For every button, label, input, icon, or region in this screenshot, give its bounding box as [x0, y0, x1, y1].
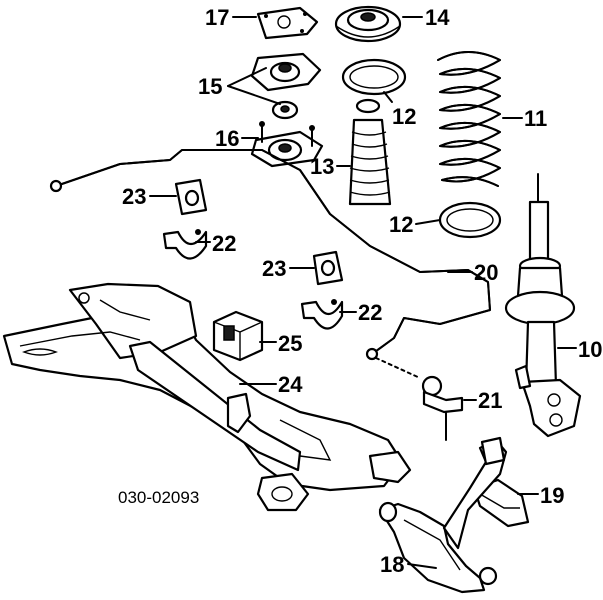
- callout-23-upper: 23: [122, 184, 146, 209]
- leader-lines: [149, 16, 577, 569]
- part-15-strut-mount: [250, 52, 322, 120]
- callout-24: 24: [278, 372, 303, 397]
- callout-19: 19: [540, 483, 564, 508]
- part-25-mount-block: [212, 310, 264, 362]
- part-14-upper-mount: [334, 5, 402, 43]
- part-22-bracket-upper: [162, 229, 208, 260]
- reference-code: 030-02093: [118, 488, 199, 507]
- callout-10: 10: [578, 337, 602, 362]
- callout-15: 15: [198, 74, 222, 99]
- callout-14: 14: [425, 5, 450, 30]
- callout-18: 18: [380, 552, 404, 577]
- part-20-stabilizer-bar: [49, 149, 491, 361]
- part-12-upper-seat: [341, 58, 407, 96]
- callout-11: 11: [524, 106, 547, 131]
- callout-25: 25: [278, 331, 302, 356]
- callout-22-lower: 22: [358, 300, 382, 325]
- part-24-crossmember: [2, 282, 412, 512]
- part-18-lower-arm: [378, 436, 508, 594]
- callout-17: 17: [205, 5, 229, 30]
- callout-12-upper: 12: [392, 104, 416, 129]
- part-11-coil-spring: [437, 51, 501, 187]
- part-22-bracket-lower: [300, 299, 344, 330]
- part-21-stabilizer-link: [375, 357, 464, 441]
- part-23-bushing-upper: [174, 178, 208, 216]
- part-19-bushing-bracket: [472, 478, 530, 528]
- part-12-lower-seat: [438, 201, 502, 239]
- callout-21: 21: [478, 388, 502, 413]
- callout-20: 20: [474, 260, 498, 285]
- callout-13: 13: [310, 154, 334, 179]
- callout-labels: 17 14 15 12 11 16 13 23 12 22 23 20 22 2…: [118, 5, 602, 577]
- part-17-mount-plate: [256, 6, 319, 40]
- part-10-strut: [504, 173, 582, 438]
- callout-23-lower: 23: [262, 256, 286, 281]
- part-16-strut-mount-studs: [250, 121, 324, 168]
- callout-12-lower: 12: [389, 212, 413, 237]
- part-13-dust-boot: [348, 98, 392, 206]
- callout-22-upper: 22: [212, 231, 236, 256]
- callout-16: 16: [215, 126, 239, 151]
- part-23-bushing-lower: [312, 250, 344, 286]
